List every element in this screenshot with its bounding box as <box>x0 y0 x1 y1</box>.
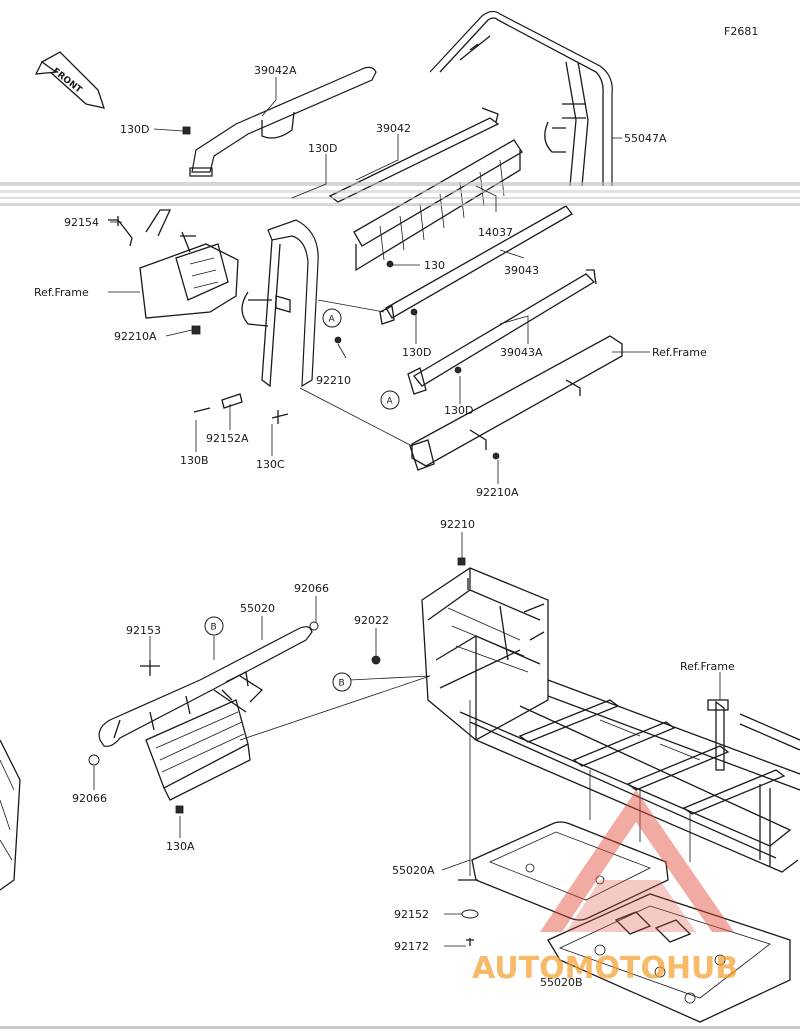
callout-130D: 130D <box>120 123 149 136</box>
callout-130B: 130B <box>180 454 209 467</box>
front-roll-bar <box>191 66 377 173</box>
upper-callouts: 39042A 130D 39042 130D 55047A 92154 1403… <box>34 64 707 499</box>
bed-rail <box>353 139 523 247</box>
rear-roll-bar <box>429 10 613 186</box>
cross-bar-39042 <box>328 117 500 203</box>
callout-130D: 130D <box>308 142 337 155</box>
upper-leaders <box>108 77 650 484</box>
roll-cage-assembly <box>139 10 623 471</box>
front-pillar <box>267 219 319 388</box>
callout-circle-a: A <box>380 390 400 410</box>
front-bracket <box>139 243 239 319</box>
skid-plate-55020A <box>471 821 669 921</box>
callout-92210: 92210 <box>440 518 475 531</box>
callout-ref-frame: Ref.Frame <box>680 660 735 673</box>
callout-39042: 39042 <box>376 122 411 135</box>
callout-circle-b: B <box>332 672 352 692</box>
lower-fasteners <box>371 557 479 946</box>
scan-noise-bottom <box>0 1026 800 1029</box>
callout-55020: 55020 <box>240 602 275 615</box>
callout-92066: 92066 <box>72 792 107 805</box>
callout-92152: 92152 <box>394 908 429 921</box>
lower-frame-rail <box>411 335 623 467</box>
callout-39042A: 39042A <box>254 64 297 77</box>
callout-55047A: 55047A <box>624 132 667 145</box>
callout-130C: 130C <box>256 458 285 471</box>
scan-noise-band <box>0 182 800 206</box>
callout-92172: 92172 <box>394 940 429 953</box>
callout-circle-a: A <box>322 308 342 328</box>
svg-text:A: A <box>387 397 394 407</box>
callout-55020A: 55020A <box>392 864 435 877</box>
watermark-logo: AUTOMOTOHUB <box>472 790 738 986</box>
svg-text:B: B <box>339 679 345 689</box>
callout-92210: 92210 <box>316 374 351 387</box>
callout-130: 130 <box>424 259 445 272</box>
callout-39043: 39043 <box>504 264 539 277</box>
side-rail-39043 <box>385 205 573 319</box>
front-arrow-icon: FRONT <box>34 51 105 109</box>
callout-92066: 92066 <box>294 582 329 595</box>
callout-14037: 14037 <box>478 226 513 239</box>
callout-130D: 130D <box>402 346 431 359</box>
lower-leaders <box>93 532 721 947</box>
callout-92152A: 92152A <box>206 432 249 445</box>
callout-92154: 92154 <box>64 216 99 229</box>
lower-callouts: 92210 92066 55020 92153 B 92022 B Ref.Fr… <box>72 518 735 989</box>
callout-92022: 92022 <box>354 614 389 627</box>
svg-text:B: B <box>211 623 217 633</box>
upper-fasteners <box>108 126 500 460</box>
left-edge-partial-part <box>0 739 21 891</box>
callout-130D: 130D <box>444 404 473 417</box>
skid-plate-55020B <box>547 893 791 1023</box>
side-rail-39043A <box>413 273 596 387</box>
callout-39043A: 39043A <box>500 346 543 359</box>
callout-ref-frame: Ref.Frame <box>34 286 89 299</box>
figure-id: F2681 <box>724 25 758 38</box>
front-bumper <box>88 621 319 814</box>
callout-92210A: 92210A <box>114 330 157 343</box>
main-chassis-frame <box>421 567 800 873</box>
callout-92153: 92153 <box>126 624 161 637</box>
callout-130A: 130A <box>166 840 195 853</box>
callout-ref-frame: Ref.Frame <box>652 346 707 359</box>
callout-circle-b: B <box>204 616 224 636</box>
callout-92210A: 92210A <box>476 486 519 499</box>
watermark-brand-text: AUTOMOTOHUB <box>472 951 738 986</box>
svg-text:A: A <box>329 315 336 325</box>
callout-55020B: 55020B <box>540 976 583 989</box>
